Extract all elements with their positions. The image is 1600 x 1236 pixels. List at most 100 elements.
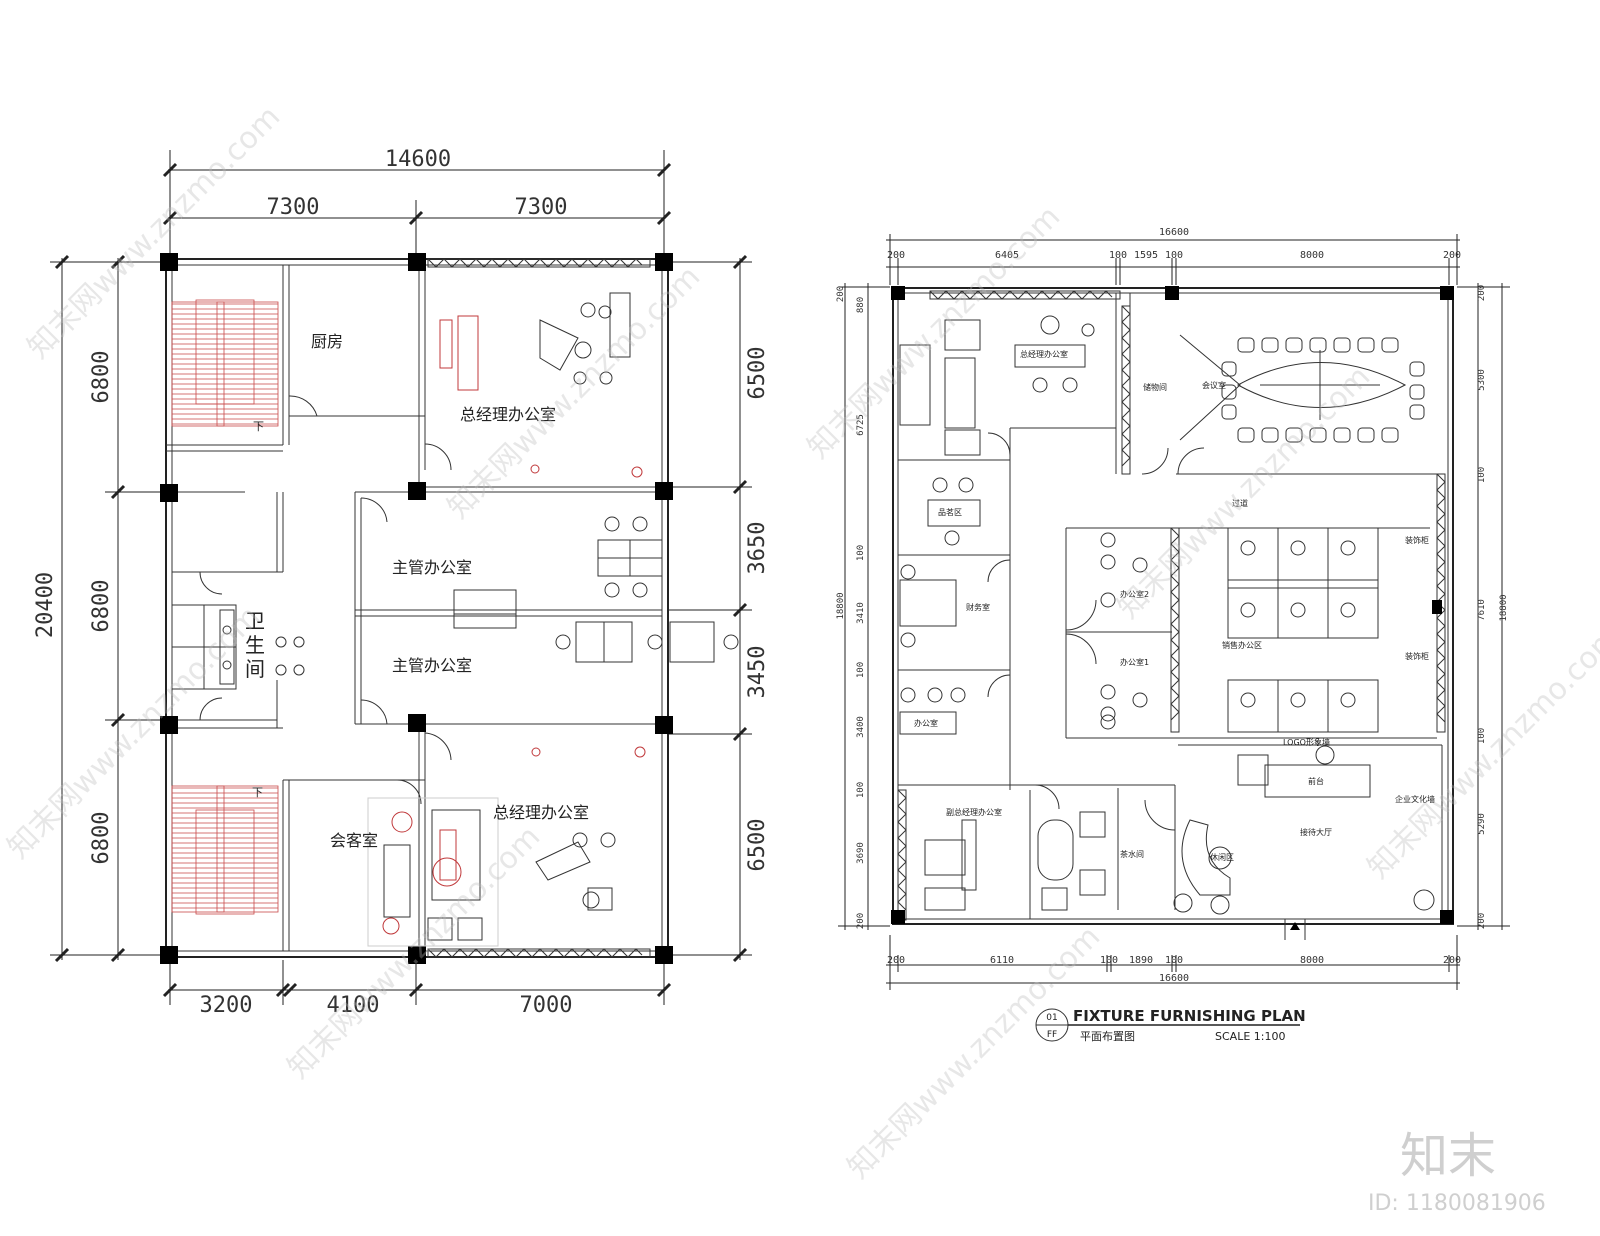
right-dim-top-total: 16600 [1159, 227, 1189, 238]
left-dim-bottom-2: 4100 [327, 993, 380, 1018]
office-chair [1100, 532, 1116, 548]
conference-chair [1381, 337, 1399, 353]
conference-chair [1409, 384, 1425, 400]
office-chair [1100, 706, 1116, 722]
conference-table [1179, 334, 1425, 443]
right-dim-bottom-d: 1890 [1129, 955, 1153, 966]
left-dim-top-left: 7300 [267, 195, 320, 220]
watermark-text-7: 知末网www.znzmo.com [281, 819, 547, 1085]
left-dim-right-4: 6500 [745, 819, 770, 872]
office-chair [1240, 602, 1256, 618]
right-dim-right-total: 18800 [1499, 594, 1509, 621]
office-chair [1340, 540, 1356, 556]
office-chair [900, 687, 916, 703]
conference-chair [1261, 337, 1279, 353]
gm-office-bottom-furniture [535, 832, 616, 911]
watermark-text-4: 知末网www.znzmo.com [801, 199, 1067, 465]
right-top-dimensions [886, 234, 1460, 285]
right-dim-left-h: 100 [856, 782, 866, 798]
right-dim-bottom-f: 8000 [1300, 955, 1324, 966]
left-top-dimensions [162, 150, 672, 260]
left-dim-bottom-3: 7000 [520, 993, 573, 1018]
left-dim-right-2: 3650 [745, 522, 770, 575]
rroom-meeting: 会议室 [1202, 380, 1226, 390]
right-bottom-dimensions [886, 935, 1460, 990]
conference-chair [1381, 427, 1399, 443]
office-chair [927, 687, 943, 703]
watermark-text-5: 知末网www.znzmo.com [1111, 359, 1377, 625]
conference-chair [1285, 427, 1303, 443]
right-dim-right-f: 5290 [1477, 813, 1487, 835]
rroom-storage: 储物间 [1143, 382, 1167, 392]
right-dim-left-d: 100 [856, 545, 866, 561]
left-dim-right-3: 3450 [745, 646, 770, 699]
right-left-dimensions [838, 283, 890, 930]
right-dim-left-f: 100 [856, 662, 866, 678]
right-dim-bottom-e: 100 [1165, 955, 1183, 966]
rroom-finance: 财务室 [966, 602, 990, 612]
conference-chair [1333, 427, 1351, 443]
title-tag-bottom: FF [1047, 1030, 1057, 1040]
right-floor-plan: 16600 200 6405 100 1595 100 8000 200 200… [836, 227, 1510, 1043]
title-tag-top: 01 [1046, 1013, 1057, 1023]
right-right-dimensions [1457, 283, 1510, 930]
left-bottom-dimensions [162, 960, 672, 1005]
office-chair [1132, 692, 1148, 708]
right-dim-bottom-c: 100 [1100, 955, 1118, 966]
office-chair [950, 687, 966, 703]
conference-chair [1221, 384, 1237, 400]
office-chair [1240, 692, 1256, 708]
rroom-rest-area: 休闲区 [1210, 852, 1234, 862]
office-chair [1340, 692, 1356, 708]
left-dim-left-total: 20400 [33, 572, 58, 638]
right-dim-left-e: 3410 [856, 602, 866, 624]
rroom-logo-wall: LOGO形象墙 [1283, 737, 1330, 747]
left-side-dimensions [50, 254, 165, 963]
sales-chairs [900, 532, 1356, 730]
rroom-tea-area: 品茗区 [938, 507, 962, 517]
watermark-layer: 知末网www.znzmo.com 知末网www.znzmo.com 知末网www… [1, 99, 1600, 1185]
right-plan-columns [891, 286, 1454, 924]
conference-chair [1221, 404, 1237, 420]
rroom-gm-office: 总经理办公室 [1020, 349, 1068, 359]
rroom-decor-cabinet-1: 装饰柜 [1405, 535, 1429, 545]
rroom-sales-office: 销售办公区 [1222, 640, 1262, 650]
left-dim-left-2: 6800 [89, 580, 114, 633]
right-dim-right-a: 200 [1477, 285, 1487, 301]
plan-title: FIXTURE FURNISHING PLAN [1073, 1007, 1306, 1025]
right-plan-furniture [899, 315, 1435, 915]
sales-office-desks [900, 527, 1379, 733]
watermark-text-8: 知末网www.znzmo.com [841, 919, 1107, 1185]
right-dim-top-f: 8000 [1300, 250, 1324, 261]
rroom-office: 办公室 [914, 718, 938, 728]
right-dim-top-c: 100 [1109, 250, 1127, 261]
office-chair [1100, 684, 1116, 700]
right-dim-top-b: 6405 [995, 250, 1019, 261]
rroom-decor-cabinet-2: 装饰柜 [1405, 651, 1429, 661]
plan-title-block: 01 FF FIXTURE FURNISHING PLAN 平面布置图 SCAL… [1035, 1007, 1306, 1043]
right-dim-bottom-g: 200 [1443, 955, 1461, 966]
conference-chair [1237, 337, 1255, 353]
office-chair [1290, 540, 1306, 556]
stair-down-mark-1: 下 [253, 420, 264, 433]
right-dim-left-b: 880 [856, 297, 866, 313]
office-chair [900, 564, 916, 580]
conference-chair [1309, 427, 1327, 443]
conference-chair [1309, 337, 1327, 353]
rroom-reception-hall: 接待大厅 [1300, 827, 1332, 837]
right-dim-left-c: 6725 [856, 414, 866, 436]
room-label-toilet-text: 卫生间 [245, 609, 265, 681]
stair-top [171, 299, 279, 427]
rroom-tea-room: 茶水间 [1120, 849, 1144, 859]
office-chair [1100, 592, 1116, 608]
office-chair [1290, 692, 1306, 708]
left-plan-columns [160, 253, 673, 964]
left-dim-top-total: 14600 [385, 147, 451, 172]
conference-chairs [1221, 337, 1425, 443]
right-dim-bottom-b: 6110 [990, 955, 1014, 966]
room-label-supervisor-2: 主管办公室 [392, 656, 472, 675]
left-dim-left-3: 6800 [89, 812, 114, 865]
conference-chair [1357, 427, 1375, 443]
right-dim-left-j: 200 [856, 913, 866, 929]
